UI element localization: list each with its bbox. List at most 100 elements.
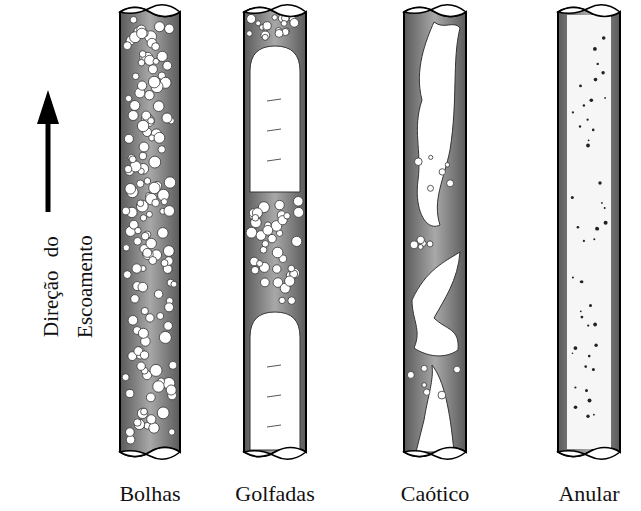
pipe-end xyxy=(558,5,620,17)
gas-bubble xyxy=(123,245,129,251)
gas-bubble xyxy=(149,156,161,168)
gas-bubble xyxy=(251,266,259,274)
gas-bubble xyxy=(261,278,270,287)
gas-bubble xyxy=(268,234,276,242)
liquid-droplet xyxy=(593,414,595,416)
liquid-droplet xyxy=(574,346,578,350)
gas-bubble xyxy=(146,393,155,402)
liquid-droplet xyxy=(604,97,606,99)
gas-bubble xyxy=(137,120,148,131)
gas-bubble xyxy=(135,227,141,233)
liquid-droplet xyxy=(587,325,589,327)
liquid-droplet xyxy=(574,405,578,409)
liquid-droplet xyxy=(580,280,583,283)
gas-bubble xyxy=(417,236,425,244)
gas-bubble xyxy=(407,371,414,378)
liquid-droplet xyxy=(593,323,597,327)
gas-bubble xyxy=(429,155,433,159)
gas-bubble xyxy=(125,95,131,101)
gas-bubble xyxy=(128,111,138,121)
gas-bubble xyxy=(137,28,147,38)
gas-bubble xyxy=(134,419,144,429)
gas-core xyxy=(567,15,611,449)
axis-label: Direção do Escoamento xyxy=(36,228,103,346)
pipe-bubble xyxy=(120,5,180,459)
gas-bubble xyxy=(284,213,290,219)
gas-bubble xyxy=(138,59,145,66)
pipe-end xyxy=(244,448,306,460)
gas-bubble xyxy=(146,314,154,322)
liquid-droplet xyxy=(580,281,582,283)
liquid-droplet xyxy=(592,368,595,371)
gas-bubble xyxy=(138,328,148,338)
liquid-droplet xyxy=(571,196,574,199)
gas-bubble xyxy=(134,419,141,426)
liquid-droplet xyxy=(583,240,585,242)
liquid-droplet xyxy=(601,202,603,204)
pipe-wall xyxy=(558,8,620,457)
liquid-droplet xyxy=(602,36,606,40)
gas-bubble xyxy=(143,248,152,257)
pipe-end xyxy=(120,448,180,460)
liquid-droplet xyxy=(572,111,574,113)
liquid-droplet xyxy=(593,47,597,51)
gas-bubble xyxy=(159,331,171,343)
gas-bubble xyxy=(438,391,446,399)
gas-bubble xyxy=(157,407,169,419)
pipe-end xyxy=(404,448,466,460)
gas-bubble xyxy=(171,281,177,287)
shine-mark xyxy=(267,425,281,427)
gas-bubble xyxy=(126,428,135,437)
gas-bubble xyxy=(275,29,283,37)
gas-bubble xyxy=(165,303,174,312)
pipe-end xyxy=(558,448,620,460)
liquid-droplet xyxy=(574,386,576,388)
liquid-droplet xyxy=(588,398,592,402)
gas-bubble xyxy=(163,61,172,70)
gas-bubble xyxy=(288,265,295,272)
gas-bubble xyxy=(262,34,268,40)
gas-bubble xyxy=(148,76,160,88)
gas-bubble xyxy=(247,31,253,37)
gas-bubble xyxy=(169,429,175,435)
liquid-droplet xyxy=(593,238,595,240)
gas-pocket xyxy=(417,22,460,226)
gas-bubble xyxy=(147,415,156,424)
gas-bubble xyxy=(122,374,129,381)
gas-bubble xyxy=(415,158,423,166)
gas-bubble xyxy=(161,199,167,205)
gas-bubble xyxy=(146,211,152,217)
gas-bubble xyxy=(290,18,299,27)
gas-bubble xyxy=(164,177,175,188)
gas-bubble xyxy=(137,362,145,370)
liquid-droplet xyxy=(585,389,588,392)
gas-bubble xyxy=(445,163,449,167)
gas-bubble xyxy=(125,165,132,172)
gas-bubble xyxy=(293,197,303,207)
gas-bubble xyxy=(161,260,168,267)
gas-bubble xyxy=(140,215,146,221)
gas-bubble xyxy=(152,199,160,207)
gas-bubble xyxy=(424,389,430,395)
gas-bubble xyxy=(454,366,461,373)
gas-bubble xyxy=(447,180,454,187)
liquid-droplet xyxy=(590,98,594,102)
gas-bubble xyxy=(154,290,162,298)
gas-bubble xyxy=(285,276,295,286)
liquid-droplet xyxy=(580,310,582,312)
pipe-annular xyxy=(558,5,620,459)
gas-bubble xyxy=(410,241,418,249)
gas-bubble xyxy=(148,65,157,74)
pipe-slug xyxy=(244,5,306,459)
gas-bubble xyxy=(418,244,423,249)
liquid-droplet xyxy=(594,78,598,82)
gas-bubble xyxy=(139,51,146,58)
gas-pocket xyxy=(416,365,454,452)
gas-bubble xyxy=(140,351,148,359)
gas-bubble xyxy=(138,81,147,90)
gas-bubble xyxy=(144,178,151,185)
pipe-end xyxy=(120,5,180,17)
liquid-droplet xyxy=(604,207,606,209)
gas-bubble xyxy=(279,297,285,303)
gas-bubble xyxy=(272,247,283,258)
